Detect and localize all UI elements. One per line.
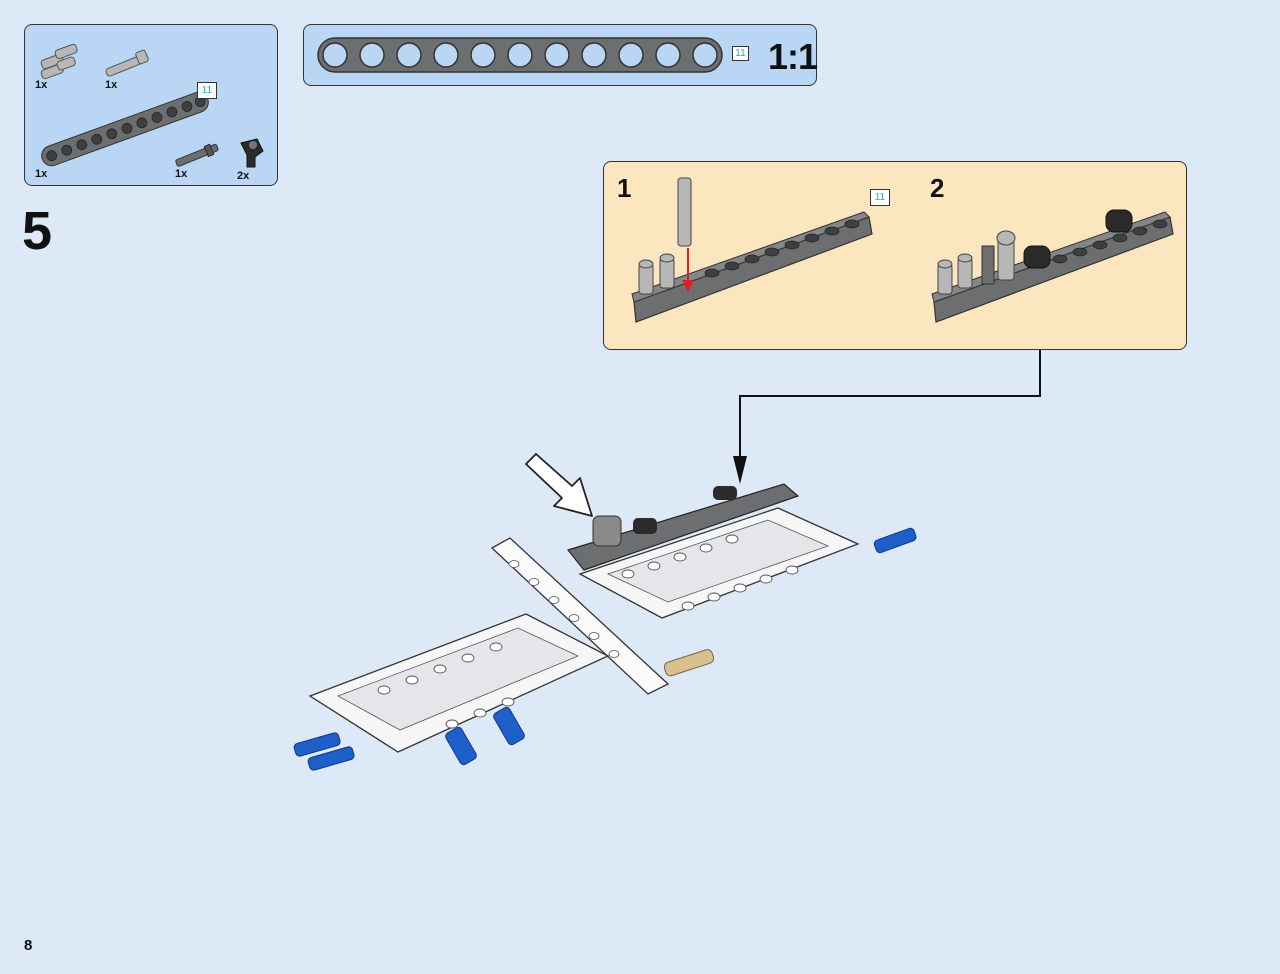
part-size-label: 11 xyxy=(197,82,217,99)
placement-indicator-arrow xyxy=(525,453,593,517)
main-model-image xyxy=(293,483,917,771)
substep-2-image xyxy=(931,209,1174,323)
substep-1-size-label: 11 xyxy=(870,189,890,206)
beam-11-image xyxy=(41,91,209,167)
beam-ruler-image xyxy=(317,37,723,73)
part-qty-1: 1x xyxy=(35,79,48,91)
long-pin-image xyxy=(105,49,149,77)
part-qty-3: 1x xyxy=(35,168,48,180)
substep-1-image xyxy=(631,177,873,323)
parts-list-panel: 1x 1x 11 1x 1x 2x xyxy=(24,24,278,186)
page-number: 8 xyxy=(24,937,33,954)
angled-connector-image xyxy=(240,138,264,168)
scale-ruler-panel: 11 1:1 xyxy=(303,24,818,86)
part-qty-2: 1x xyxy=(105,79,118,91)
substep-1-number: 1 xyxy=(617,173,632,203)
subassembly-callout: 1 11 2 xyxy=(603,161,1187,350)
substep-2-number: 2 xyxy=(930,173,945,203)
scale-label: 1:1 xyxy=(768,36,818,77)
step-number: 5 xyxy=(22,201,53,261)
part-qty-5: 2x xyxy=(237,170,250,182)
ruler-size-label: 11 xyxy=(732,46,749,61)
axle-pin-double-image xyxy=(40,43,78,80)
axle-with-stop-image xyxy=(175,143,219,167)
part-qty-4: 1x xyxy=(175,168,188,180)
